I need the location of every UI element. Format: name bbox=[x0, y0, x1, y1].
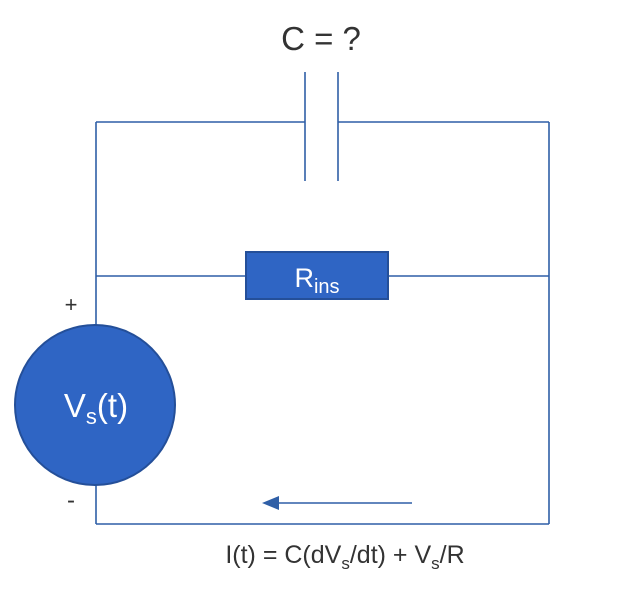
resistor-body bbox=[245, 251, 389, 300]
resistor: Rins bbox=[245, 251, 389, 300]
voltage-source-circle bbox=[14, 324, 176, 486]
current-arrow-head bbox=[262, 496, 279, 510]
capacitor: C = ? bbox=[281, 20, 361, 181]
resistor-label: Rins bbox=[294, 263, 339, 298]
circuit-wires bbox=[95, 121, 550, 525]
voltage-source-label-main: V bbox=[64, 387, 86, 424]
equation-sub-2: s bbox=[431, 554, 440, 573]
equation-part-1: I(t) = C(dV bbox=[225, 541, 341, 569]
voltage-source-label-sub: s bbox=[86, 404, 97, 429]
polarity-minus: - bbox=[67, 487, 75, 514]
equation-sub-1: s bbox=[341, 554, 350, 573]
resistor-label-sub: ins bbox=[314, 276, 340, 298]
current-equation: I(t) = C(dVs/dt) + Vs/R bbox=[225, 541, 464, 573]
voltage-source-label-tail: (t) bbox=[97, 387, 128, 424]
equation-part-2: /dt) + V bbox=[350, 541, 432, 569]
equation-part-3: /R bbox=[440, 541, 465, 569]
voltage-source: Vs(t) bbox=[14, 324, 176, 486]
voltage-source-label: Vs(t) bbox=[64, 387, 128, 429]
polarity-plus: + bbox=[65, 292, 78, 317]
arrow-left-icon bbox=[262, 496, 412, 510]
resistor-label-main: R bbox=[294, 263, 314, 293]
capacitor-label: C = ? bbox=[281, 20, 361, 57]
